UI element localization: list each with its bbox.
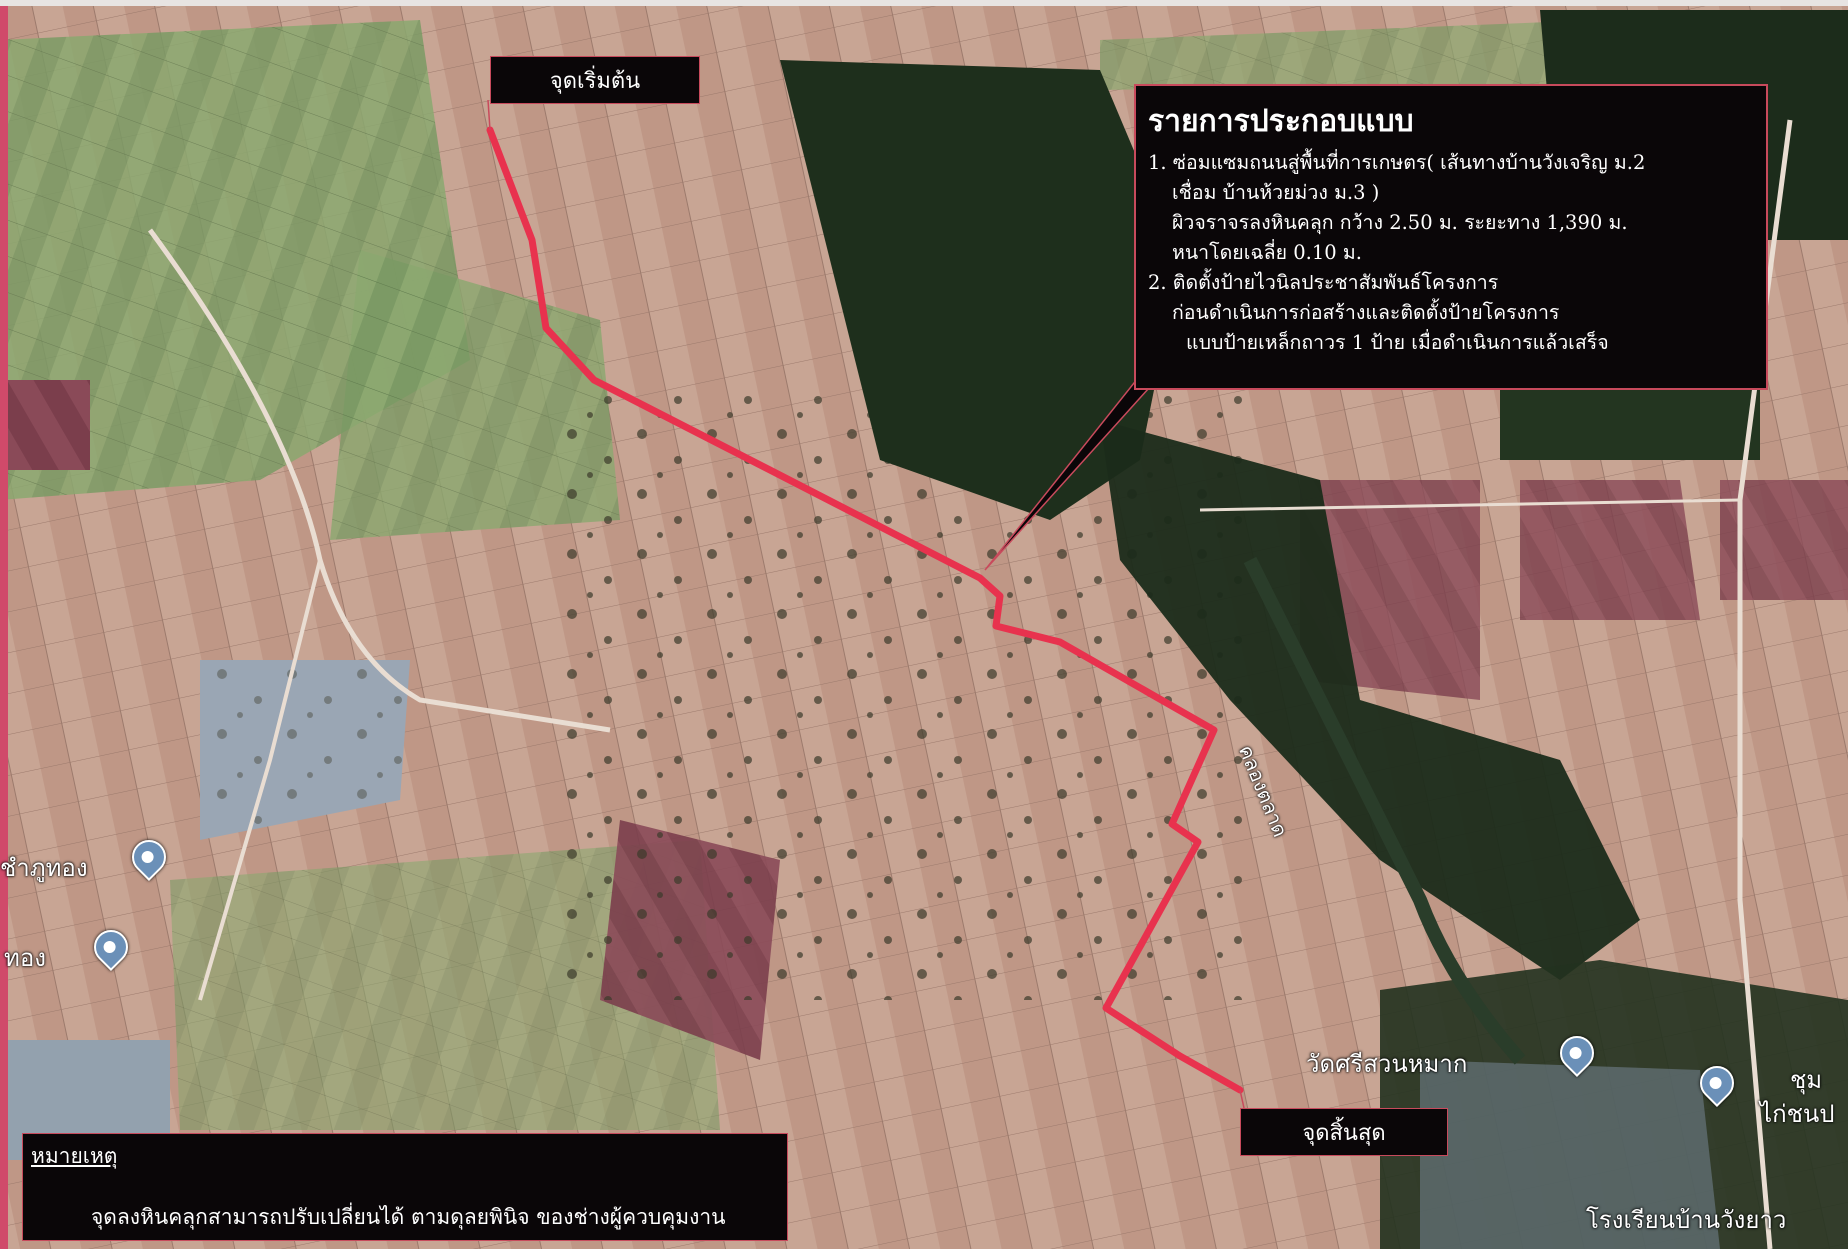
school-label: โรงเรียนบ้านวังยาว [1586, 1206, 1787, 1234]
legend-line-7: แบบป้ายเหล็กถาวร 1 ป้าย เมื่อดำเนินการแล… [1186, 331, 1609, 354]
start-point-label: จุดเริ่มต้น [490, 56, 700, 104]
right-village-label-2: ไก่ชนป [1760, 1100, 1835, 1128]
right-village-label-1: ชุม [1790, 1066, 1823, 1094]
legend-line-6: ก่อนดำเนินการก่อสร้างและติดตั้งป้ายโครงก… [1172, 301, 1560, 324]
legend-line-4: หนาโดยเฉลี่ย 0.10 ม. [1172, 241, 1362, 264]
legend-line-5: 2. ติดตั้งป้ายไวนิลประชาสัมพันธ์โครงการ [1148, 271, 1499, 294]
legend-title: รายการประกอบแบบ [1148, 104, 1414, 139]
left-village-label-1: ชำภูทอง [0, 854, 88, 882]
left-village-label-2: ทอง [4, 944, 46, 972]
end-point-label: จุดสิ้นสุด [1240, 1108, 1448, 1156]
legend-line-3: ผิวจราจรลงหินคลุก กว้าง 2.50 ม. ระยะทาง … [1172, 211, 1628, 234]
note-body: จุดลงหินคลุกสามารถปรับเปลี่ยนได้ ตามดุลย… [91, 1205, 726, 1229]
legend-line-2: เชื่อม บ้านห้วยม่วง ม.3 ) [1172, 181, 1380, 204]
note-title: หมายเหตุ [31, 1144, 118, 1168]
legend-line-1: 1. ซ่อมแซมถนนสู่พื้นที่การเกษตร( เส้นทาง… [1148, 151, 1646, 174]
note-panel: หมายเหตุ จุดลงหินคลุกสามารถปรับเปลี่ยนได… [22, 1133, 788, 1241]
temple-label: วัดศรีสวนหมาก [1306, 1050, 1468, 1078]
legend-panel: รายการประกอบแบบ 1. ซ่อมแซมถนนสู่พื้นที่ก… [1134, 84, 1768, 390]
